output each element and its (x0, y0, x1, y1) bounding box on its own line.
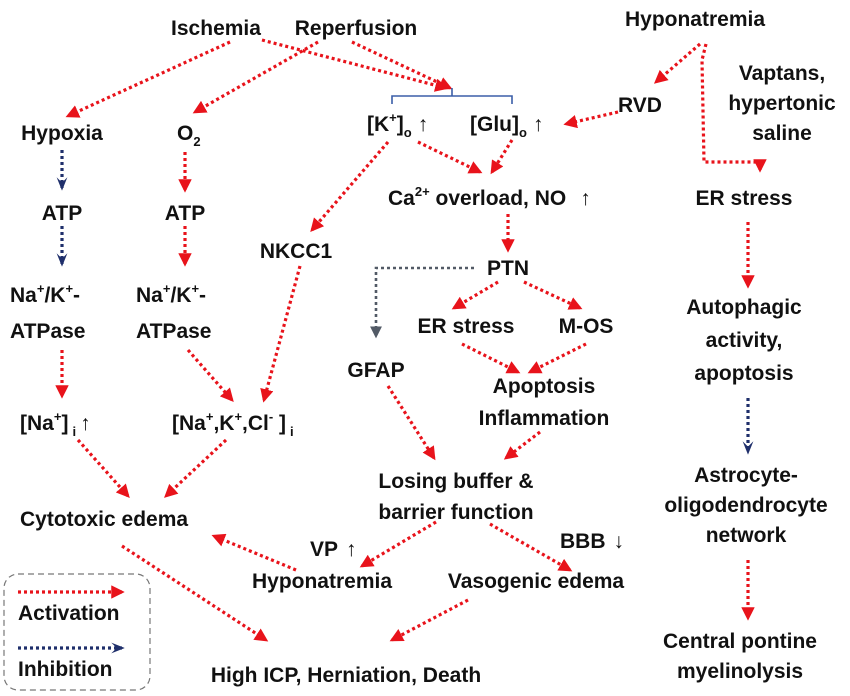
node-atp-2: ATP (165, 202, 205, 225)
node-nkcc1: NKCC1 (260, 240, 333, 263)
node-astrocyte-line1: Astrocyte- (694, 464, 798, 487)
arrow-glu-ca (490, 139, 514, 175)
node-vaptans-line3: saline (752, 122, 812, 145)
arrow-k-nkcc1 (310, 140, 390, 233)
arrow-k-ca (417, 140, 483, 174)
node-ca-overload: Ca2+ overload, NO↑ (388, 184, 591, 210)
node-vasogenic-edema: Vasogenic edema (448, 570, 625, 593)
arrow-nakcl-cytotoxic (164, 438, 228, 498)
node-rvd: RVD (618, 94, 662, 117)
node-inflammation: Inflammation (479, 407, 610, 430)
node-o2: O2 (177, 122, 201, 149)
arrow-rvd-glu (563, 110, 619, 129)
node-autophagic-line3: apoptosis (694, 362, 793, 385)
node-losing-buffer-line2: barrier function (378, 501, 533, 524)
node-na-k-cl-i: [Na+,K+,Cl- ]i (172, 409, 294, 439)
arrow-reperfusion-bracket (351, 40, 453, 90)
arrow-reperfusion-o2 (192, 40, 319, 114)
arrow-ptn-mos (523, 280, 583, 310)
arrow-ptn-erstress (451, 280, 499, 310)
arrow-hyponatremia-cytotoxic (211, 533, 297, 572)
arrows (55, 38, 767, 642)
node-vaptans-line2: hypertonic (728, 92, 836, 115)
node-reperfusion: Reperfusion (295, 17, 418, 40)
node-bbb: BBB↓ (560, 530, 624, 553)
node-losing-buffer-line1: Losing buffer & (378, 470, 533, 493)
node-ischemia: Ischemia (171, 17, 261, 40)
node-apoptosis: Apoptosis (493, 375, 596, 398)
node-gfap: GFAP (347, 359, 404, 382)
arrow-mos-apoptosis (527, 342, 587, 374)
arrow-nai-cytotoxic (76, 438, 130, 499)
node-atp-1: ATP (42, 202, 82, 225)
node-er-stress-right: ER stress (696, 187, 793, 210)
arrow-cytotoxic-icp (121, 544, 269, 642)
node-na-k-atpase-1-line2: ATPase (10, 320, 85, 343)
arrow-nakatpase-nakcl (186, 348, 234, 403)
node-hyponatremia-bottom: Hyponatremia (252, 570, 392, 593)
arrow-hyponatremia-rvd (653, 42, 702, 84)
node-vp: VP↑ (310, 538, 357, 561)
legend-activation-label: Activation (18, 602, 120, 625)
node-autophagic-line2: activity, (706, 329, 783, 352)
arrow-nkcc1-nakcl (260, 265, 302, 403)
node-na-i: [Na+]i↑ (20, 409, 91, 439)
node-central-pontine-line1: Central pontine (663, 630, 817, 653)
node-hypoxia: Hypoxia (21, 122, 103, 145)
node-na-k-atpase-2-line1: Na+/K+- (136, 281, 206, 307)
node-cytotoxic-edema: Cytotoxic edema (20, 508, 188, 531)
node-labels: Ischemia Reperfusion Hyponatremia Vaptan… (10, 8, 836, 687)
node-vaptans-line1: Vaptans, (739, 62, 825, 85)
bracket (391, 88, 513, 104)
node-central-pontine-line2: myelinolysis (677, 660, 803, 683)
arrow-apoptosis-losingbuffer (503, 430, 541, 460)
arrow-erstress-apoptosis (461, 342, 521, 374)
arrow-losingbuffer-vasogenic (489, 522, 573, 572)
legend-box (3, 573, 151, 691)
node-ptn: PTN (487, 257, 529, 280)
arrow-losingbuffer-hyponatremia (359, 520, 437, 568)
node-astrocyte-line2: oligodendrocyte (664, 494, 827, 517)
node-na-k-atpase-1-line1: Na+/K+- (10, 281, 80, 307)
legend-inhibition-label: Inhibition (18, 658, 112, 681)
node-autophagic-line1: Autophagic (686, 296, 802, 319)
node-na-k-atpase-2-line2: ATPase (136, 320, 211, 343)
node-m-os: M-OS (559, 315, 614, 338)
node-k-o: [K+]o↑ (367, 110, 428, 140)
node-er-stress-center: ER stress (418, 315, 515, 338)
node-astrocyte-line3: network (706, 524, 787, 547)
arrow-ptn-gfap (370, 266, 474, 339)
arrow-gfap-losingbuffer (386, 385, 436, 461)
arrow-ischemia-bracket (261, 38, 449, 92)
arrow-vasogenic-icp (389, 598, 469, 642)
legend: Activation Inhibition (3, 573, 151, 691)
node-high-icp: High ICP, Herniation, Death (211, 664, 481, 687)
node-hyponatremia-top: Hyponatremia (625, 8, 765, 31)
node-glu-o: [Glu]o↑ (470, 113, 543, 140)
